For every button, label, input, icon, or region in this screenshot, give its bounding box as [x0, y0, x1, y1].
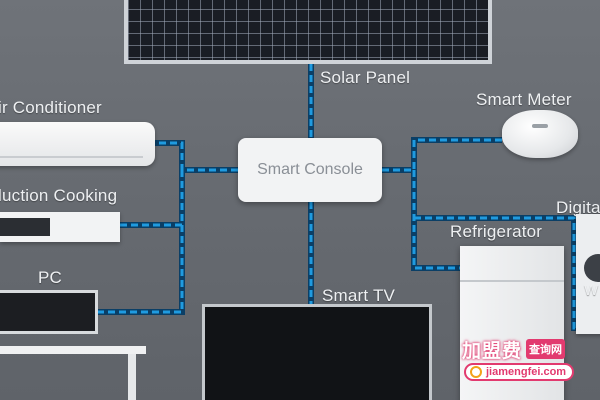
air-conditioner-label: ir Conditioner: [0, 98, 102, 117]
induction-cooking-label: luction Cooking: [0, 186, 118, 205]
meter-indicator: [532, 124, 548, 128]
smart-meter-label: Smart Meter: [476, 90, 572, 109]
smart-meter-image: [502, 110, 578, 158]
watermark-brand: 加盟费: [462, 340, 523, 362]
washer-label: W: [584, 282, 599, 299]
refrigerator-label: Refrigerator: [450, 222, 543, 241]
pc-label: PC: [38, 268, 63, 287]
washer-image: [576, 214, 600, 334]
watermark-top: 加盟费 查询网: [462, 336, 576, 362]
search-icon: [470, 366, 482, 378]
washer-door-icon: [584, 254, 600, 282]
pc-monitor-image: [0, 290, 98, 334]
induction-cooker-image: [0, 212, 120, 242]
desk-leg: [128, 354, 136, 400]
smart-console-box: Smart Console: [238, 138, 382, 202]
air-conditioner-image: [0, 122, 155, 166]
watermark-badge: 加盟费 查询网 jiamengfei.com: [462, 336, 576, 384]
watermark-url-pill: jiamengfei.com: [464, 363, 575, 381]
solar-panel-label: Solar Panel: [320, 68, 411, 87]
watermark-tag: 查询网: [526, 339, 566, 359]
watermark-url: jiamengfei.com: [486, 366, 567, 378]
smart-console-label: Smart Console: [257, 161, 363, 178]
solar-panel-image: [124, 0, 492, 64]
desk-image: [0, 346, 146, 354]
digital-label: Digita: [556, 198, 600, 217]
smart-tv-label: Smart TV: [322, 286, 396, 305]
smart-tv-image: [202, 304, 432, 400]
cooker-control-panel: [0, 218, 50, 236]
